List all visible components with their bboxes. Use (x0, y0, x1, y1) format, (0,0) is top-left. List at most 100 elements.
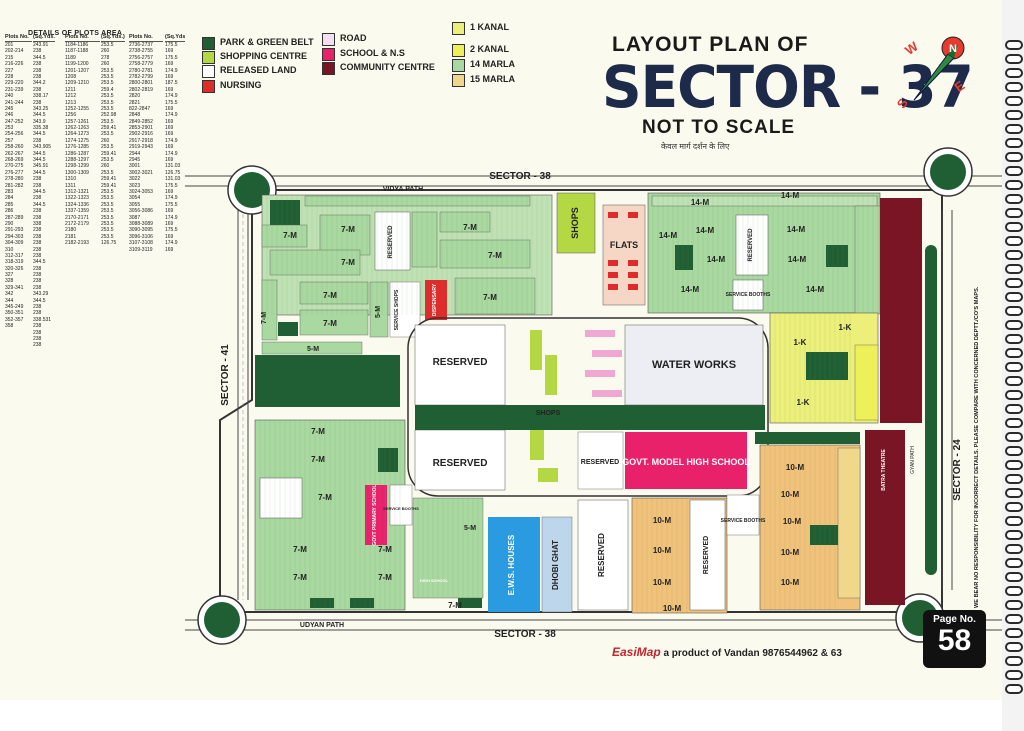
table-cell: 253.5 (101, 144, 114, 151)
table-cell: 1262-1263 (65, 125, 89, 132)
binding-ring (1005, 558, 1023, 568)
table-cell: 285 (5, 201, 14, 208)
table-cell: 238 (33, 278, 42, 285)
label-14m: 14-M (781, 191, 800, 200)
binding-ring (1005, 586, 1023, 596)
table-cell: 253.5 (101, 233, 114, 240)
table-col-area-3: (Sq.Yds.) 175.5169175.5169174.9169187.51… (165, 34, 185, 253)
legend-label: 15 MARLA (470, 74, 516, 84)
label-flats: FLATS (610, 240, 638, 250)
table-cell: 169 (165, 48, 174, 55)
table-cell: 253.5 (101, 157, 114, 164)
table-cell: 343.29 (33, 291, 49, 298)
label-reserved: RESERVED (581, 459, 619, 466)
table-cell: 1209-1210 (65, 80, 89, 87)
table-cell: 2800-2801 (129, 80, 153, 87)
table-cell: 253.5 (101, 118, 114, 125)
table-cell: 259.4 (101, 86, 114, 93)
table-cell: 358 (5, 323, 14, 330)
park (755, 432, 860, 444)
binding-ring (1005, 530, 1023, 540)
table-cell: 281-282 (5, 182, 24, 189)
label-service-shops: SERVICE SHOPS (394, 289, 400, 330)
binding-ring (1005, 152, 1023, 162)
label-10m: 10-M (786, 463, 805, 472)
table-cell: 344.5 (33, 112, 46, 119)
table-cell: 174.9 (165, 240, 178, 247)
table-cell: 227 (5, 67, 14, 74)
table-cell: 253.5 (101, 214, 114, 221)
binding-ring (1005, 222, 1023, 232)
plot-group (439, 211, 491, 233)
table-cell: 278-280 (5, 176, 24, 183)
table-cell: 3107-3108 (129, 240, 153, 247)
table-cell: 284 (5, 195, 14, 202)
label-ews: E.W.S. HOUSES (507, 534, 516, 595)
binding-ring (1005, 474, 1023, 484)
binding-ring (1005, 628, 1023, 638)
table-cell: 253.5 (101, 93, 114, 100)
table-cell: 253.5 (101, 208, 114, 215)
shops-central (538, 468, 558, 482)
binding-ring (1005, 614, 1023, 624)
table-cell: 290 (5, 220, 14, 227)
table-cell: 320-326 (5, 265, 24, 272)
park (350, 598, 374, 608)
legend-swatch (452, 74, 465, 87)
title-sector: SECTOR - 37 (602, 53, 974, 121)
binding-ring (1005, 432, 1023, 442)
table-cell: 3055 (129, 201, 141, 208)
table-cell: 2848 (129, 112, 141, 119)
binding-ring (1005, 334, 1023, 344)
table-cell: 215 (5, 54, 14, 61)
table-cell: 350-351 (5, 310, 24, 317)
binding-ring (1005, 68, 1023, 78)
table-cell: 343.9 (33, 118, 46, 125)
table-cell: 1300-1309 (65, 169, 89, 176)
table-cell: 241-244 (5, 99, 24, 106)
table-cell: 3090-3095 (129, 227, 153, 234)
table-cell: 3054 (129, 195, 141, 202)
label-14m: 14-M (696, 226, 715, 235)
label-10m: 10-M (653, 578, 672, 587)
table-cell: 822-2847 (129, 105, 151, 112)
table-cell: 238 (33, 233, 42, 240)
table-cell: 169 (165, 118, 174, 125)
table-cell: 1312-1321 (65, 188, 89, 195)
plot-group (837, 447, 861, 599)
plot-group (411, 211, 438, 268)
table-cell: 1322-1323 (65, 195, 89, 202)
table-cell: 2738-2755 (129, 48, 153, 55)
table-cell: 2917-2918 (129, 137, 153, 144)
label-1k: 1-K (839, 323, 852, 332)
water-works-marks (585, 330, 622, 397)
table-cell: 253.5 (101, 227, 114, 234)
table-cell: 1208 (65, 73, 77, 80)
label-7m: 7-M (323, 291, 337, 300)
table-cell: 343.905 (33, 144, 52, 151)
dhobi-ghat (541, 516, 573, 613)
binding-ring (1005, 292, 1023, 302)
title-line-1: LAYOUT PLAN OF (612, 33, 809, 56)
green-belt-east (925, 245, 937, 575)
table-header: Plots No. (5, 34, 32, 42)
label-7m: 7-M (341, 225, 355, 234)
table-cell: 169 (165, 233, 174, 240)
govt-primary-school (365, 485, 387, 545)
table-cell: 2756-2757 (129, 54, 153, 61)
reserved-area (689, 499, 726, 611)
table-title: DETAILS OF PLOTS AREA (28, 30, 123, 37)
table-cell: 344.5 (33, 169, 46, 176)
binding-ring (1005, 418, 1023, 428)
community-centre (880, 198, 922, 423)
table-cell: 344.5 (33, 150, 46, 157)
table-cell: 1213 (65, 99, 77, 106)
label-14m: 14-M (681, 285, 700, 294)
table-cell: 1184-1186 (65, 42, 89, 48)
legend-label: SHOPPING CENTRE (220, 51, 308, 61)
legend-swatch (322, 48, 335, 61)
compass-arrow-head (948, 44, 958, 58)
binding-ring (1005, 516, 1023, 526)
